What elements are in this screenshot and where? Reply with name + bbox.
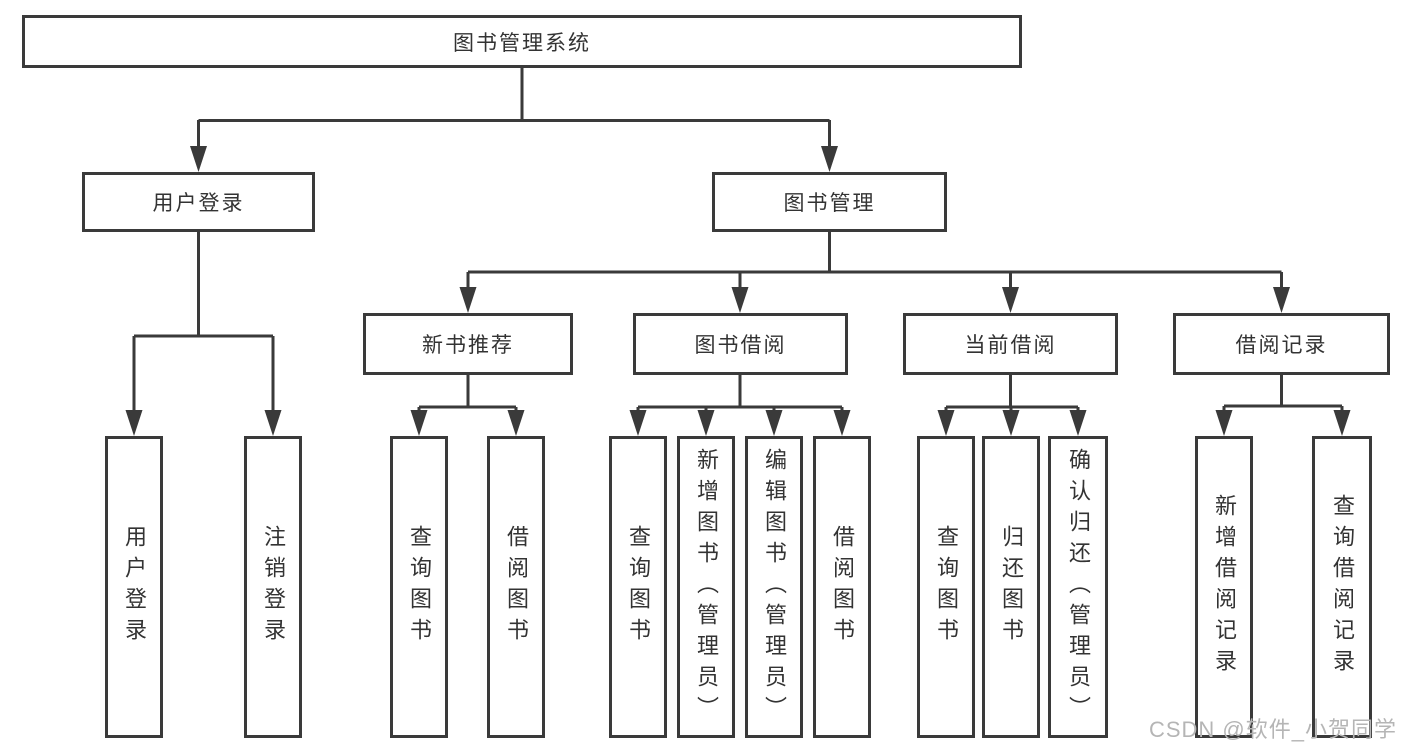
node-book-management: 图书管理 — [712, 172, 947, 232]
node-label: 注销登录 — [261, 525, 286, 649]
node-current-borrowing: 当前借阅 — [903, 313, 1118, 375]
leaf-confirm-return-admin: 确认归还（管理员） — [1048, 436, 1108, 738]
node-book-borrowing: 图书借阅 — [633, 313, 848, 375]
node-label: 查询借阅记录 — [1330, 494, 1355, 680]
leaf-add-borrow-record: 新增借阅记录 — [1195, 436, 1253, 738]
node-label: 新增借阅记录 — [1212, 494, 1237, 680]
leaf-add-book-admin: 新增图书（管理员） — [677, 436, 735, 738]
leaf-query-books-recommend: 查询图书 — [390, 436, 448, 738]
leaf-borrow-books-recommend: 借阅图书 — [487, 436, 545, 738]
node-user-login: 用户登录 — [82, 172, 315, 232]
leaf-user-login: 用户登录 — [105, 436, 163, 738]
node-label: 编辑图书（管理员） — [762, 447, 787, 727]
node-label: 借阅图书 — [504, 525, 529, 649]
leaf-query-borrow-record: 查询借阅记录 — [1312, 436, 1372, 738]
leaf-edit-book-admin: 编辑图书（管理员） — [745, 436, 803, 738]
node-label: 借阅记录 — [1235, 334, 1328, 357]
leaf-query-books-borrow: 查询图书 — [609, 436, 667, 738]
arrowhead-icons — [125, 146, 1351, 436]
node-label: 新增图书（管理员） — [694, 447, 719, 727]
node-label: 查询图书 — [407, 525, 432, 649]
node-library-system: 图书管理系统 — [22, 15, 1022, 68]
node-label: 查询图书 — [934, 525, 959, 649]
node-label: 确认归还（管理员） — [1066, 447, 1091, 727]
node-label: 新书推荐 — [422, 334, 514, 357]
node-label: 归还图书 — [999, 525, 1024, 649]
leaf-query-books-current: 查询图书 — [917, 436, 975, 738]
node-label: 查询图书 — [626, 525, 651, 649]
node-new-book-recommend: 新书推荐 — [363, 313, 573, 375]
node-borrowing-records: 借阅记录 — [1173, 313, 1390, 375]
watermark: CSDN @软件_小贺同学 — [1148, 717, 1397, 742]
node-label: 借阅图书 — [830, 525, 855, 649]
leaf-logout: 注销登录 — [244, 436, 302, 738]
node-label: 图书管理系统 — [453, 31, 591, 55]
node-label: 当前借阅 — [964, 334, 1057, 357]
node-label: 用户登录 — [122, 525, 147, 649]
leaf-return-book: 归还图书 — [982, 436, 1040, 738]
node-label: 图书借阅 — [694, 334, 787, 357]
leaf-borrow-books: 借阅图书 — [813, 436, 871, 738]
node-label: 用户登录 — [152, 192, 245, 215]
node-label: 图书管理 — [783, 192, 876, 215]
